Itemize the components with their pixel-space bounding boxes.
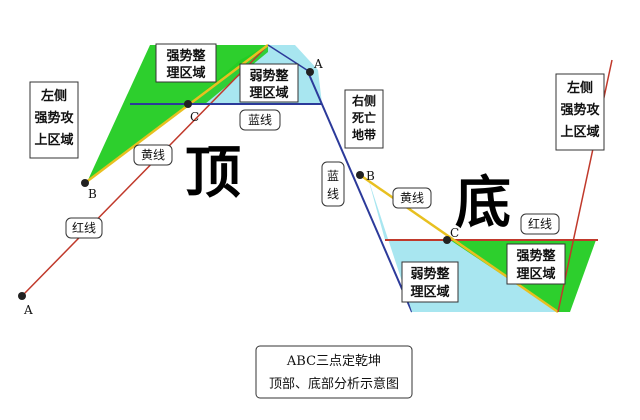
- svg-text:弱势整: 弱势整: [410, 266, 450, 282]
- svg-text:右侧: 右侧: [351, 93, 376, 108]
- svg-text:弱势整: 弱势整: [249, 68, 289, 84]
- point-a-label-2: A: [313, 57, 323, 71]
- left-strong-zone-box: 左侧 强势攻 上区域: [29, 81, 79, 159]
- point-c-bottom: [443, 236, 451, 244]
- strong-consolidation-box-top: 强势整 理区域: [155, 43, 217, 83]
- weak-consolidation-box-bottom: 弱势整 理区域: [401, 261, 459, 303]
- point-a-top: [306, 68, 314, 76]
- caption-box: ABC三点定乾坤 顶部、底部分析示意图: [255, 345, 413, 399]
- svg-text:蓝线: 蓝线: [248, 113, 272, 127]
- svg-text:上区域: 上区域: [560, 124, 599, 140]
- caption-line2: 顶部、底部分析示意图: [269, 376, 399, 392]
- point-b-top: [81, 179, 89, 187]
- point-a-label-1: A: [23, 303, 33, 317]
- svg-text:黄线: 黄线: [400, 191, 424, 205]
- red-line-label-top: 红线: [65, 217, 103, 239]
- svg-text:红线: 红线: [72, 220, 96, 235]
- svg-text:强势整: 强势整: [516, 248, 556, 264]
- svg-text:死亡: 死亡: [352, 110, 376, 125]
- svg-text:强势攻: 强势攻: [560, 102, 600, 118]
- point-c-label-1: C: [190, 110, 199, 124]
- strong-consolidation-box-bottom: 强势整 理区域: [506, 243, 566, 285]
- svg-text:强势整: 强势整: [166, 48, 206, 64]
- yellow-line-label-top: 黄线: [133, 144, 173, 166]
- right-strong-zone-box: 左侧 强势攻 上区域: [555, 73, 605, 151]
- blue-descending-line: [307, 71, 413, 313]
- weak-consolidation-box-top: 弱势整 理区域: [239, 63, 299, 103]
- yellow-line-top: [84, 44, 269, 184]
- svg-text:理区域: 理区域: [516, 266, 555, 282]
- blue-line-label-top: 蓝线: [239, 109, 281, 131]
- red-line-top: [21, 44, 269, 297]
- top-char: 顶: [185, 140, 241, 206]
- svg-text:强势攻: 强势攻: [34, 110, 74, 126]
- blue-line-label-bottom: 蓝 线: [321, 161, 345, 207]
- svg-text:地带: 地带: [352, 127, 376, 142]
- svg-text:理区域: 理区域: [166, 65, 205, 81]
- svg-text:理区域: 理区域: [249, 85, 288, 101]
- point-b-label-1: B: [88, 187, 97, 201]
- point-b-bottom: [356, 171, 364, 179]
- svg-text:线: 线: [327, 187, 339, 201]
- svg-text:黄线: 黄线: [141, 148, 165, 162]
- svg-text:蓝: 蓝: [327, 169, 339, 183]
- svg-text:左侧: 左侧: [567, 80, 593, 96]
- point-c-top: [184, 100, 192, 108]
- red-line-label-bottom: 红线: [520, 213, 560, 235]
- svg-text:红线: 红线: [528, 216, 552, 231]
- right-dead-zone-box: 右侧 死亡 地带: [344, 89, 384, 149]
- svg-text:上区域: 上区域: [34, 132, 73, 148]
- peak-connector: [267, 44, 311, 73]
- caption-line1: ABC三点定乾坤: [286, 354, 381, 369]
- yellow-line-label-bottom: 黄线: [392, 187, 432, 209]
- point-a-bottom-left: [18, 292, 26, 300]
- svg-text:理区域: 理区域: [410, 284, 449, 300]
- point-c-label-2: C: [450, 226, 459, 240]
- bottom-char: 底: [455, 170, 511, 236]
- point-b-label-2: B: [366, 169, 375, 183]
- svg-text:左侧: 左侧: [41, 88, 67, 104]
